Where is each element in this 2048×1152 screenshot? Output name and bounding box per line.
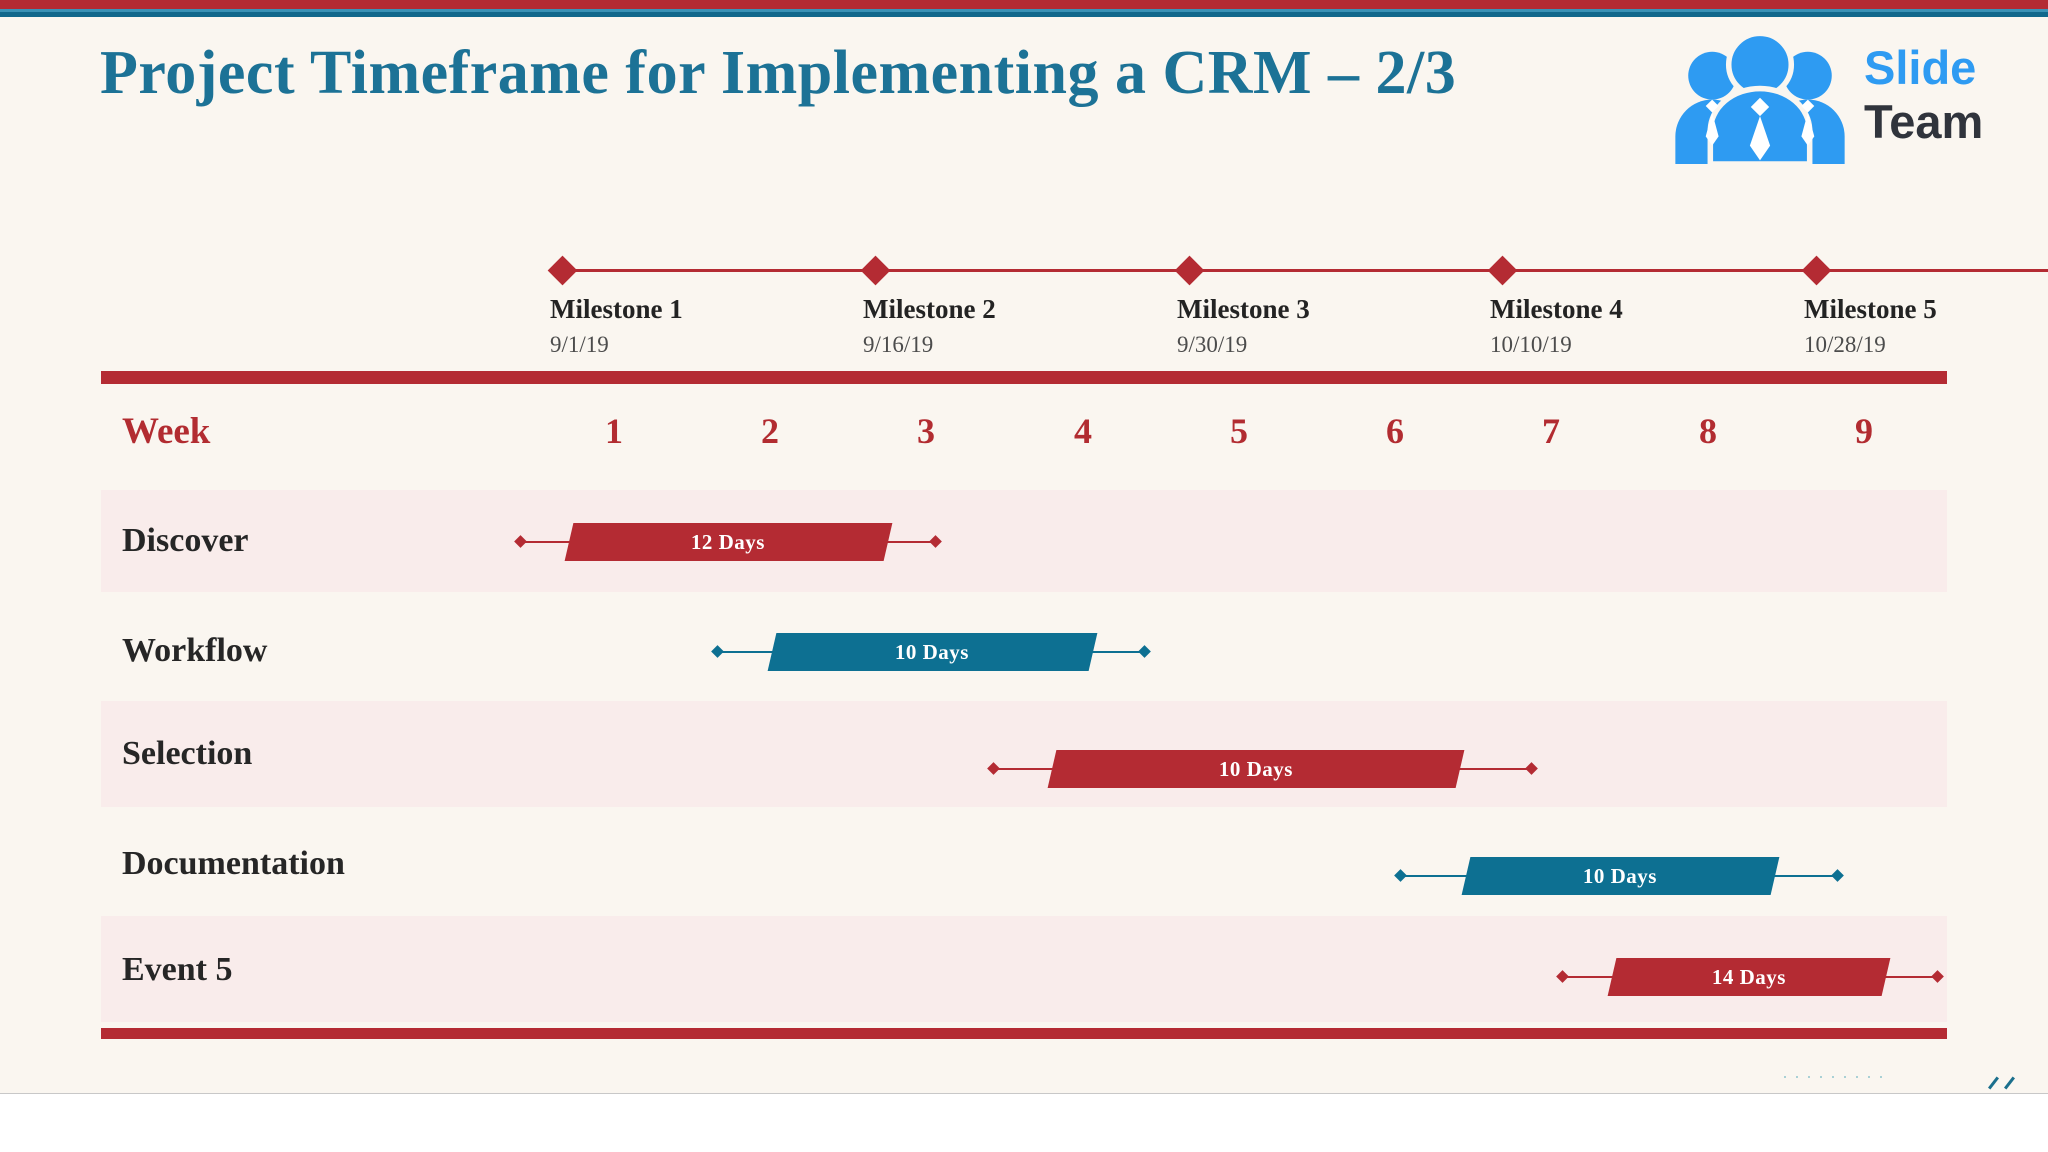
week-number: 7 xyxy=(1542,411,1560,451)
milestone-5: Milestone 5 10/28/19 xyxy=(1804,294,2044,358)
gantt-bar: 14 Days xyxy=(1607,958,1891,996)
top-red-ribbon xyxy=(0,0,2048,9)
task-label: Selection xyxy=(122,735,253,772)
divider-bottom xyxy=(101,1028,1947,1039)
week-number: 4 xyxy=(1074,411,1092,451)
milestone-diamond-icon xyxy=(1801,255,1832,286)
arrow-diamond-icon xyxy=(1138,645,1151,658)
milestone-date: 10/28/19 xyxy=(1804,332,1886,357)
divider-top xyxy=(101,371,1947,384)
task-label: Discover xyxy=(122,522,249,559)
bar-duration-label: 10 Days xyxy=(1583,863,1658,888)
bar-duration-label: 10 Days xyxy=(895,639,970,664)
task-label: Workflow xyxy=(122,632,268,669)
bar-duration-label: 10 Days xyxy=(1218,756,1294,781)
gantt-bar: 10 Days xyxy=(767,633,1098,671)
task-label: Event 5 xyxy=(122,951,233,988)
top-teal-ribbon-light xyxy=(0,9,2048,12)
row-band xyxy=(101,490,1947,592)
week-number: 9 xyxy=(1855,411,1873,451)
gantt-bar: 10 Days xyxy=(1047,750,1465,788)
task-label: Documentation xyxy=(122,845,345,882)
arrow-diamond-icon xyxy=(1394,869,1407,882)
corner-marks xyxy=(1988,1074,2036,1092)
milestone-diamond-icon xyxy=(547,255,578,286)
milestone-label: Milestone 1 xyxy=(550,294,683,324)
milestone-date: 9/16/19 xyxy=(863,332,934,357)
milestone-diamond-icon xyxy=(1487,255,1518,286)
milestone-3: Milestone 3 9/30/19 xyxy=(1177,294,1417,358)
page-title: Project Timeframe for Implementing a CRM… xyxy=(100,39,1457,107)
footer-white-strip xyxy=(0,1094,2048,1152)
logo-text: Slide Team xyxy=(1864,41,1983,149)
row-band xyxy=(101,701,1947,807)
milestone-label: Milestone 3 xyxy=(1177,294,1310,324)
milestone-date: 10/10/19 xyxy=(1490,332,1572,357)
bar-duration-label: 12 Days xyxy=(691,529,766,554)
logo-word-slide: Slide xyxy=(1864,41,1977,94)
arrow-diamond-icon xyxy=(1831,869,1844,882)
footer-hairline xyxy=(0,1093,2048,1094)
milestone-1: Milestone 1 9/1/19 xyxy=(550,294,790,358)
milestone-4: Milestone 4 10/10/19 xyxy=(1490,294,1730,358)
week-number: 2 xyxy=(761,411,779,451)
top-teal-ribbon-dark xyxy=(0,12,2048,17)
week-number: 1 xyxy=(605,411,623,451)
week-number: 5 xyxy=(1230,411,1248,451)
milestone-date: 9/30/19 xyxy=(1177,332,1248,357)
logo: Slide Team xyxy=(1662,24,2034,166)
week-axis-label: Week xyxy=(122,411,211,452)
milestone-label: Milestone 5 xyxy=(1804,294,1937,324)
milestone-label: Milestone 4 xyxy=(1490,294,1623,324)
week-number: 8 xyxy=(1699,411,1717,451)
gantt-bar: 10 Days xyxy=(1461,857,1780,895)
milestone-diamond-icon xyxy=(1174,255,1205,286)
milestone-label: Milestone 2 xyxy=(863,294,996,324)
milestone-diamond-icon xyxy=(860,255,891,286)
week-number: 3 xyxy=(917,411,935,451)
milestone-2: Milestone 2 9/16/19 xyxy=(863,294,1103,358)
logo-word-team: Team xyxy=(1864,95,1984,148)
gantt-bar: 12 Days xyxy=(564,523,893,561)
milestone-date: 9/1/19 xyxy=(550,332,609,357)
bar-duration-label: 14 Days xyxy=(1711,964,1787,989)
week-number: 6 xyxy=(1386,411,1404,451)
people-icon xyxy=(1675,30,1845,164)
milestone-timeline-line xyxy=(562,269,2048,272)
watermark-dots: ········· xyxy=(1782,1066,1890,1086)
arrow-diamond-icon xyxy=(711,645,724,658)
